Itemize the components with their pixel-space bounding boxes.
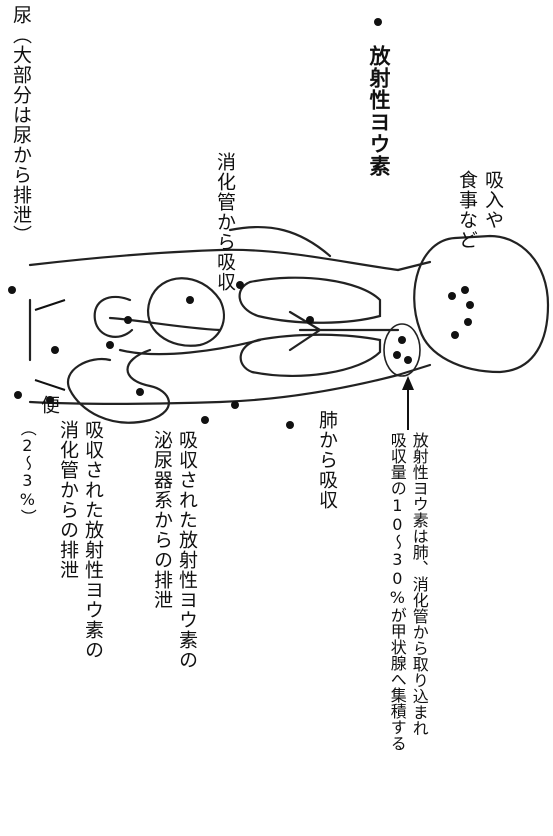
gi-excretion-line1: 吸収された放射性ヨウ素の: [82, 420, 102, 660]
iodine-dot: [286, 421, 294, 429]
iodine-dot: [136, 388, 144, 396]
iodine-dot: [448, 292, 456, 300]
iodine-dot: [461, 286, 469, 294]
lung-lower: [241, 335, 380, 376]
diagram-title: 放射性ヨウ素: [368, 45, 390, 177]
head-outline: [414, 236, 548, 372]
gi-absorb-label: 消化管から吸収: [214, 152, 234, 292]
urine-label: 尿（大部分は尿から排泄）: [10, 5, 30, 245]
trachea: [290, 312, 398, 350]
iodine-dot: [14, 391, 22, 399]
title-bullet: [374, 18, 382, 26]
thyroid: [384, 324, 420, 376]
iodine-dot: [106, 341, 114, 349]
thyroid-note-line2: 吸収量の10～30%が甲状腺へ集積する: [388, 432, 405, 751]
iodine-dot: [404, 356, 412, 364]
excretion-vessel: [110, 318, 260, 354]
neck-outline: [398, 262, 430, 375]
intake-label-line1: 吸入や: [482, 170, 502, 230]
iodine-dot: [451, 331, 459, 339]
iodine-dot: [236, 281, 244, 289]
iodine-dot: [231, 401, 239, 409]
gi-excretion-line2: 消化管からの排泄: [57, 420, 77, 580]
iodine-dot: [51, 346, 59, 354]
iodine-dot: [201, 416, 209, 424]
feces-label-line1: 便: [38, 395, 58, 415]
iodine-dot: [8, 286, 16, 294]
thyroid-arrowhead: [402, 376, 414, 390]
urine-arrow: [35, 300, 65, 310]
stomach: [148, 278, 224, 346]
urinary-excretion-line1: 吸収された放射性ヨウ素の: [176, 430, 196, 670]
torso-outline-lower: [30, 375, 398, 404]
iodine-dot: [124, 316, 132, 324]
iodine-dot: [398, 336, 406, 344]
iodine-dot: [186, 296, 194, 304]
iodine-dot: [393, 351, 401, 359]
iodine-dot: [466, 301, 474, 309]
intestine: [68, 350, 169, 423]
iodine-dot: [464, 318, 472, 326]
intake-label-line2: 食事など: [456, 170, 476, 250]
feces-label-line2: （2～3%）: [18, 420, 35, 525]
lung-absorb-label: 肺から吸収: [316, 410, 336, 510]
iodine-dot: [306, 316, 314, 324]
urinary-excretion-line2: 泌尿器系からの排泄: [151, 430, 171, 610]
thyroid-note-line1: 放射性ヨウ素は肺、消化管から取り込まれ: [410, 432, 427, 736]
feces-arrow: [35, 380, 65, 390]
